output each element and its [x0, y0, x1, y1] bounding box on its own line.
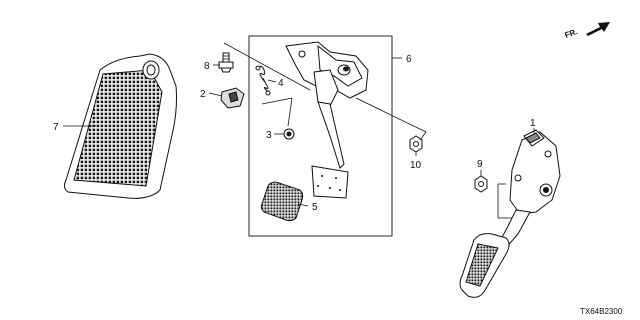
callout-3: 3 — [266, 130, 272, 141]
callout-10: 10 — [410, 160, 422, 171]
callout-8: 8 — [204, 61, 210, 72]
spring-part-4 — [255, 65, 271, 96]
front-arrow-icon — [586, 22, 610, 36]
clip-part-3 — [283, 128, 295, 140]
callout-5: 5 — [312, 202, 318, 213]
callout-4: 4 — [278, 78, 284, 89]
bolt-part-8 — [218, 52, 234, 73]
leader-lines — [63, 42, 535, 219]
callout-7: 7 — [53, 122, 59, 133]
floor-pad-part-7 — [63, 53, 177, 199]
front-direction-label: FR. — [564, 27, 579, 40]
callout-labels: 1 2 3 4 5 6 7 8 9 10 — [53, 54, 536, 213]
assembly-box-part-6 — [248, 35, 393, 237]
callout-9: 9 — [477, 159, 483, 170]
callout-2: 2 — [200, 89, 206, 100]
accelerator-pedal-part-1 — [459, 129, 561, 298]
callout-1: 1 — [530, 118, 536, 129]
brake-pedal-assembly — [285, 41, 369, 199]
switch-part-2 — [220, 87, 245, 109]
callout-6: 6 — [406, 54, 412, 65]
nut-part-9 — [474, 175, 488, 193]
pedal-pad-part-5 — [260, 181, 304, 222]
front-direction-indicator: FR. — [564, 22, 610, 40]
diagram-code: TX64B2300 — [580, 307, 623, 316]
nut-part-10 — [409, 135, 423, 153]
